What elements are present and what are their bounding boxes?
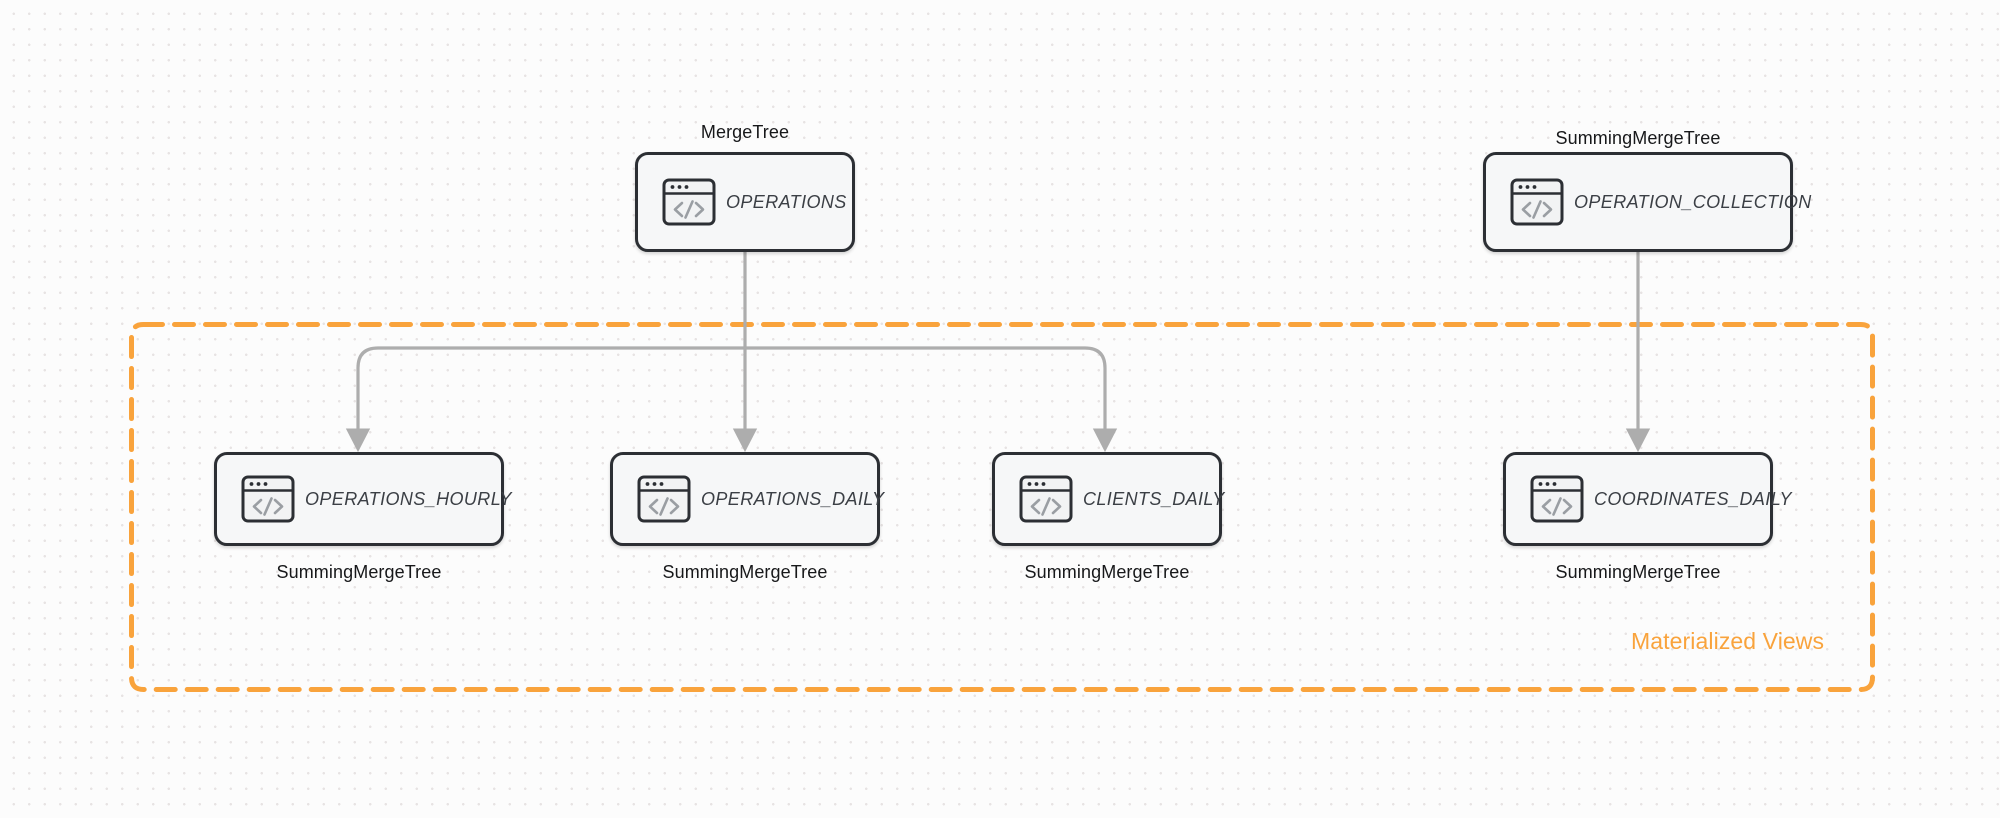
code-window-icon (637, 475, 691, 523)
code-window-icon (1019, 475, 1073, 523)
node-label-operation-collection: OPERATION_COLLECTION (1574, 191, 1812, 212)
node-label-coordinates-daily: COORDINATES_DAILY (1594, 488, 1792, 509)
node-operations[interactable]: OPERATIONS (635, 152, 855, 252)
code-window-icon (241, 475, 295, 523)
node-label-operations-hourly: OPERATIONS_HOURLY (305, 488, 512, 509)
engine-caption-clients-daily: SummingMergeTree (1024, 562, 1190, 582)
node-clients-daily[interactable]: CLIENTS_DAILY (992, 452, 1224, 546)
engine-caption-operations: MergeTree (700, 122, 790, 142)
engine-caption-operations-hourly: SummingMergeTree (276, 562, 442, 582)
materialized-views-group-label: Materialized Views (1631, 628, 1825, 654)
engine-caption-operations-daily: SummingMergeTree (662, 562, 828, 582)
node-label-clients-daily: CLIENTS_DAILY (1083, 488, 1225, 509)
node-operations-hourly[interactable]: OPERATIONS_HOURLY (214, 452, 511, 546)
node-label-operations: OPERATIONS (726, 191, 847, 212)
node-coordinates-daily[interactable]: COORDINATES_DAILY (1503, 452, 1791, 546)
code-window-icon (1510, 178, 1564, 226)
node-operation-collection[interactable]: OPERATION_COLLECTION (1483, 152, 1811, 252)
code-window-icon (662, 178, 716, 226)
materialized-views-group (129, 322, 1875, 692)
engine-caption-operation-collection: SummingMergeTree (1555, 128, 1721, 148)
node-label-operations-daily: OPERATIONS_DAILY (701, 488, 885, 509)
code-window-icon (1530, 475, 1584, 523)
engine-caption-coordinates-daily: SummingMergeTree (1555, 562, 1721, 582)
node-operations-daily[interactable]: OPERATIONS_DAILY (610, 452, 884, 546)
